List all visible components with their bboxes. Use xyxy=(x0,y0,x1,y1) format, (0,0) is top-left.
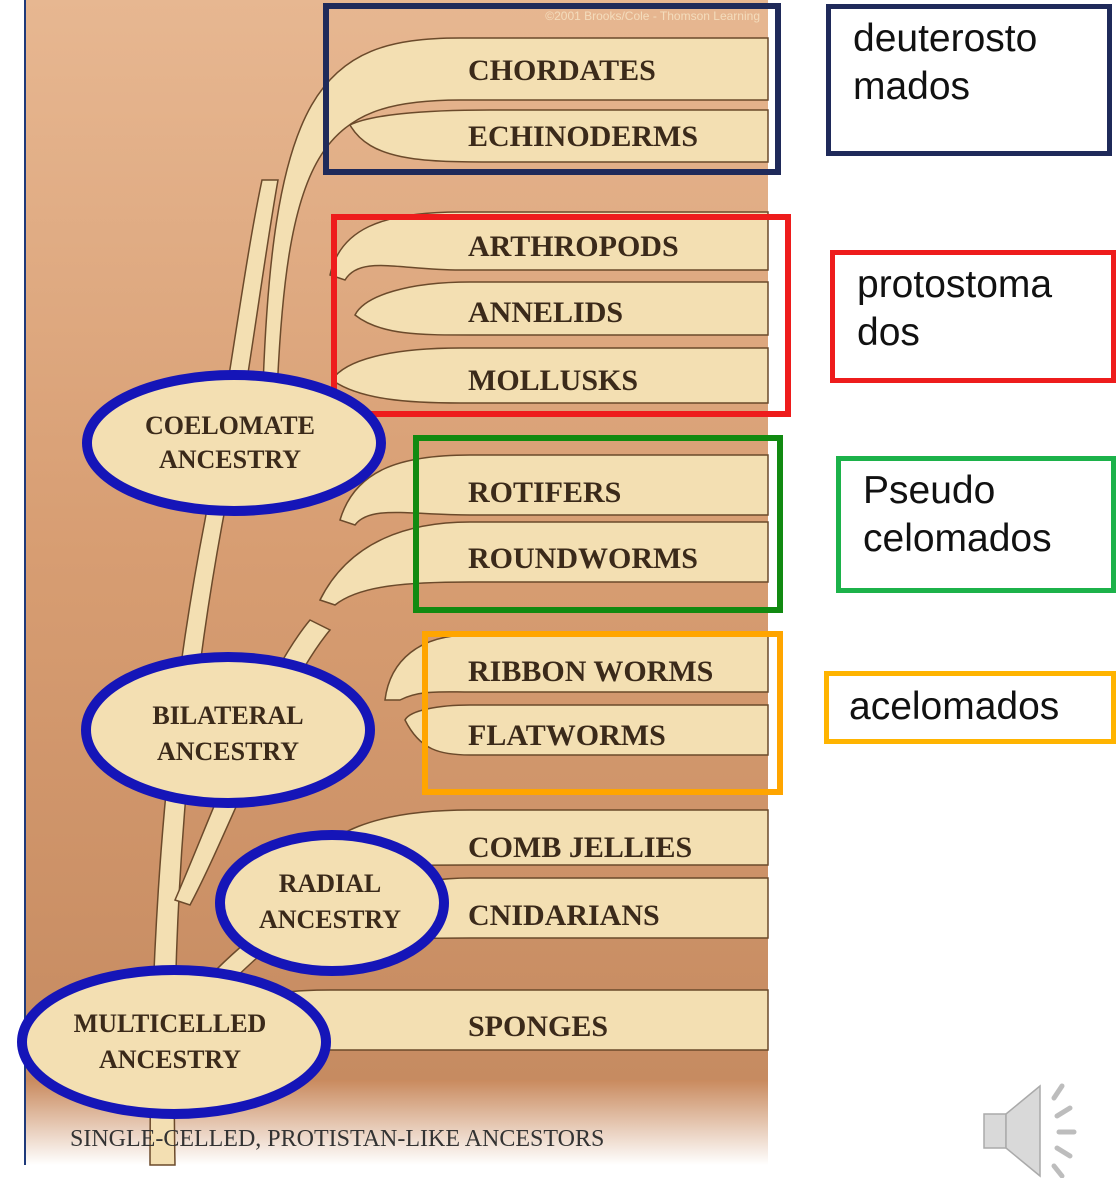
label-echinoderms: ECHINODERMS xyxy=(468,120,698,153)
group-deuterostomados: deuterosto mados xyxy=(826,4,1112,156)
oval-multicelled: MULTICELLED ANCESTRY xyxy=(17,965,331,1119)
slide-edge-line xyxy=(24,0,26,1165)
copyright-text: ©2001 Brooks/Cole - Thomson Learning xyxy=(545,9,760,23)
band-echinoderms xyxy=(348,109,769,163)
speaker-icon[interactable] xyxy=(982,1078,1102,1178)
band-ribbonworms xyxy=(384,634,769,701)
group-protostomados: protostoma dos xyxy=(830,250,1116,383)
group-pseudocelomados: Pseudo celomados xyxy=(836,456,1116,593)
label-mollusks: MOLLUSKS xyxy=(468,364,638,397)
label-combjellies: COMB JELLIES xyxy=(468,831,692,864)
coelomate-line2: ANCESTRY xyxy=(159,445,301,474)
box-acoelomates xyxy=(422,631,783,795)
label-ribbonworms: RIBBON WORMS xyxy=(468,655,713,688)
radial-line2: ANCESTRY xyxy=(259,905,401,934)
label-roundworms: ROUNDWORMS xyxy=(468,542,698,575)
multicelled-line1: MULTICELLED xyxy=(74,1009,267,1038)
band-roundworms xyxy=(318,521,769,606)
label-flatworms: FLATWORMS xyxy=(468,719,666,752)
phylogeny-diagram: ©2001 Brooks/Cole - Thomson Learning CHO… xyxy=(17,0,791,1166)
label-annelids: ANNELIDS xyxy=(468,296,623,329)
oval-radial: RADIAL ANCESTRY xyxy=(215,830,449,976)
box-protostomes xyxy=(331,214,791,417)
box-deuterostomes xyxy=(323,3,781,175)
label-cnidarians: CNIDARIANS xyxy=(468,899,660,932)
bilateral-line2: ANCESTRY xyxy=(157,737,299,766)
bilateral-line1: BILATERAL xyxy=(152,701,303,730)
band-rotifers xyxy=(339,454,769,526)
base-label: SINGLE-CELLED, PROTISTAN-LIKE ANCESTORS xyxy=(70,1126,604,1152)
label-rotifers: ROTIFERS xyxy=(468,476,621,509)
band-flatworms xyxy=(404,704,769,756)
phylum-bands xyxy=(219,37,769,1051)
band-annelids xyxy=(354,281,769,336)
label-sponges: SPONGES xyxy=(468,1010,608,1043)
oval-coelomate: COELOMATE ANCESTRY xyxy=(82,370,386,516)
radial-line1: RADIAL xyxy=(279,869,382,898)
group-acelomados: acelomados xyxy=(824,671,1116,744)
coelomate-line1: COELOMATE xyxy=(145,411,315,440)
oval-bilateral: BILATERAL ANCESTRY xyxy=(81,652,375,808)
box-pseudocoelomates xyxy=(413,435,783,613)
multicelled-line2: ANCESTRY xyxy=(99,1045,241,1074)
label-arthropods: ARTHROPODS xyxy=(468,230,679,263)
label-chordates: CHORDATES xyxy=(468,54,656,87)
